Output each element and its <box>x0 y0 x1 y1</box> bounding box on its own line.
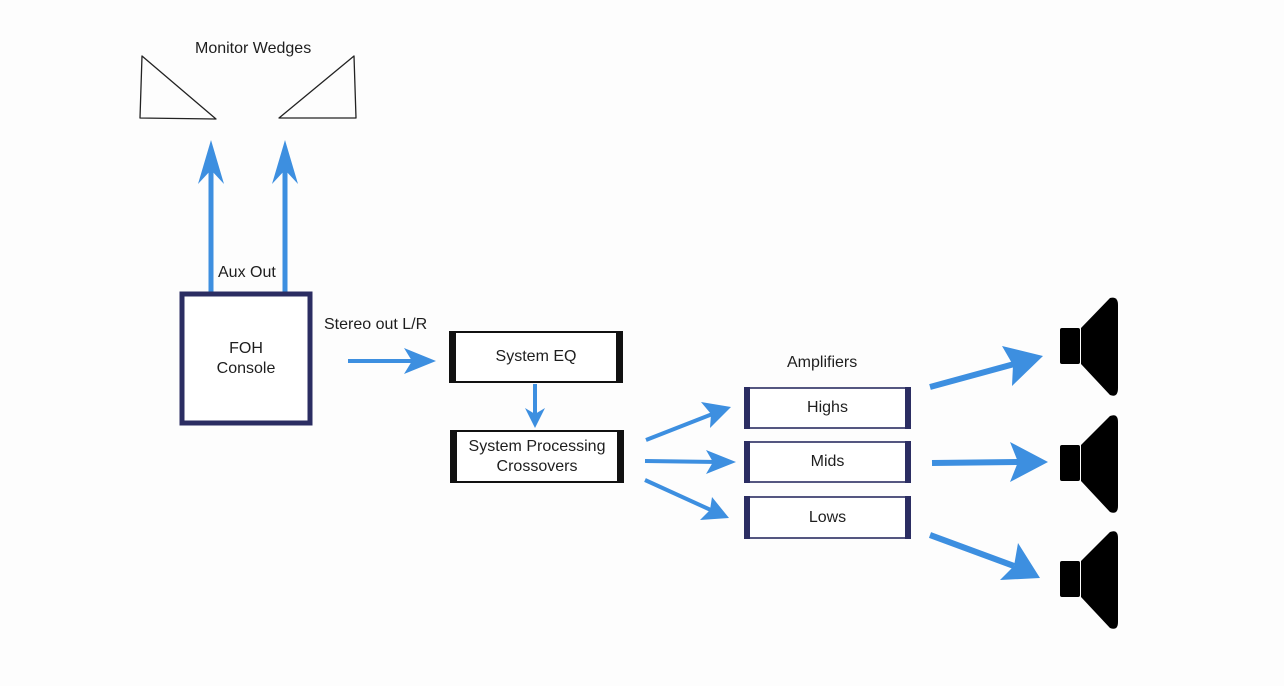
monitor-wedge-left-icon <box>139 55 217 120</box>
speaker-highs-icon <box>1060 297 1118 396</box>
amp-mids-box <box>744 441 911 483</box>
aux-out-label: Aux Out <box>218 264 276 281</box>
system-processing-box <box>450 430 624 483</box>
lows-to-speaker-arrow <box>928 532 1040 580</box>
eq-to-processing-arrow <box>525 384 545 428</box>
aux-out-arrow-left <box>198 140 224 293</box>
processing-to-highs-arrow <box>645 402 731 442</box>
amp-highs-label: Highs <box>807 399 848 416</box>
stereo-out-label: Stereo out L/R <box>324 316 428 333</box>
amplifiers-label: Amplifiers <box>787 354 858 371</box>
amp-highs-box <box>744 387 911 429</box>
highs-to-speaker-arrow <box>929 346 1043 390</box>
system-eq-label: System EQ <box>495 348 577 365</box>
foh-console-line1: FOH <box>229 339 263 357</box>
amp-lows-label: Lows <box>808 508 847 526</box>
speaker-lows-icon <box>1060 531 1118 629</box>
foh-console-box <box>179 291 313 426</box>
monitor-wedges-label: Monitor Wedges <box>195 40 312 57</box>
stereo-out-arrow <box>348 348 436 374</box>
aux-out-arrow-right <box>272 140 298 293</box>
amp-mids-label: Mids <box>810 453 845 470</box>
foh-console-line2: Console <box>216 359 276 377</box>
system-processing-line2: Crossovers <box>496 457 578 475</box>
system-processing-text: System Processing Crossovers <box>457 432 617 481</box>
mids-to-speaker-arrow <box>931 442 1048 482</box>
monitor-wedge-right-icon <box>278 55 357 119</box>
amp-lows-box <box>744 496 911 539</box>
foh-console-text: FOH Console <box>184 296 308 421</box>
processing-to-lows-arrow <box>644 478 729 520</box>
speaker-mids-icon <box>1060 415 1118 513</box>
system-processing-line1: System Processing <box>468 437 606 455</box>
processing-to-mids-arrow <box>644 450 736 474</box>
system-eq-box <box>449 331 623 383</box>
